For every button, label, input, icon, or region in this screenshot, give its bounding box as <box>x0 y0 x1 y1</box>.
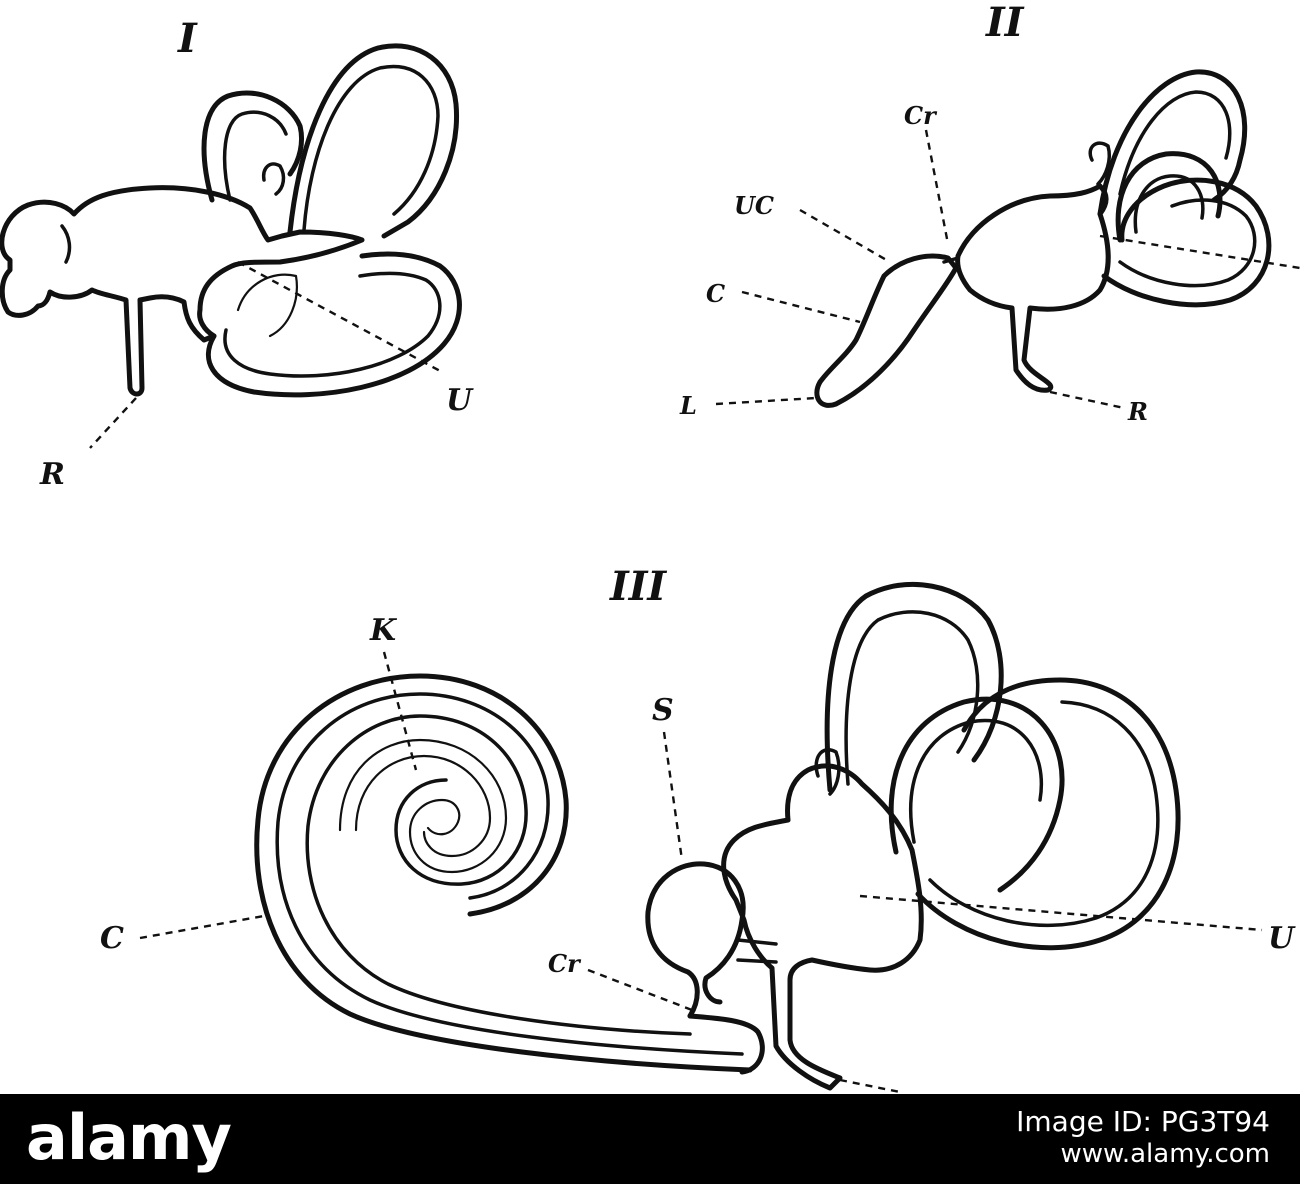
panel-ii-leader-r <box>1049 390 1125 410</box>
panel-iii-cochlea-spiral-core <box>354 754 492 858</box>
panel-ii-canal-lateral <box>1101 177 1272 308</box>
panel-iii-connector <box>736 938 778 964</box>
panel-i-vestibule <box>0 185 365 397</box>
panel-ii-canal-posterior-inner <box>1133 174 1205 234</box>
panel-iii-cochlea-tip <box>687 1013 765 1075</box>
panel-iii-ampulla <box>814 748 841 796</box>
panel-iii: III K S C Cr U <box>100 563 1296 1094</box>
panel-iii-canal-anterior-inner <box>844 610 980 786</box>
panel-ii-leader-cr <box>924 129 950 245</box>
panel-i-canal-anterior-inner <box>302 64 440 232</box>
panel-i-numeral: I <box>177 15 198 62</box>
panel-iii-numeral: III <box>609 563 667 610</box>
panel-ii-leader-c <box>741 290 861 324</box>
panel-iii-vestibule <box>721 763 924 1091</box>
panel-iii-canal-lateral-inner <box>928 700 1160 928</box>
panel-i-leader-r <box>89 397 137 449</box>
diagram-canvas: I U R II <box>0 0 1300 1094</box>
panel-iii-leader-c <box>139 914 265 940</box>
panel-ii-canal-lateral-inner <box>1118 198 1257 288</box>
panel-ii-leader-l <box>715 396 817 406</box>
panel-i-canal-lateral <box>206 251 462 398</box>
panel-iii-canal-posterior <box>888 696 1065 893</box>
panel-ii-label-l: L <box>679 391 697 420</box>
panel-i-label-r: R <box>39 457 65 492</box>
panel-ii-canal-anterior-inner <box>1118 90 1232 196</box>
panel-iii-cochlea-inner-1 <box>275 692 744 1056</box>
panel-iii-label-u: U <box>1268 921 1296 956</box>
panel-ii-cochlea <box>814 253 959 408</box>
panel-i-ampulla <box>261 162 286 196</box>
panel-iii-leader-u <box>859 894 1263 932</box>
panel-iii-label-s: S <box>652 693 674 728</box>
panel-ii-canal-anterior <box>1097 69 1248 217</box>
panel-iii-leader-k <box>382 651 418 771</box>
panel-iii-label-cr: Cr <box>548 949 582 978</box>
panel-iii-canal-anterior <box>824 581 1004 793</box>
panel-i-canal-lateral-inner <box>223 271 442 378</box>
panel-ii-vestibule <box>955 183 1111 393</box>
panel-iii-label-c: C <box>100 921 124 956</box>
panel-i-canal-posterior-inner <box>222 110 288 202</box>
panel-iii-leader-r <box>839 1078 901 1094</box>
panel-ii-label-c: C <box>706 279 725 308</box>
image-id-text: Image ID: PG3T94 <box>1016 1105 1270 1138</box>
panel-i-label-u: U <box>446 383 474 418</box>
stock-footer-bar: alamy Image ID: PG3T94 www.alamy.com <box>0 1094 1300 1184</box>
ear-diagram-figure: I U R II <box>0 0 1300 1094</box>
panel-i-crossing <box>236 273 298 338</box>
panel-iii-cochlea-outer <box>254 673 753 1073</box>
panel-iii-cochlea-inner-2 <box>305 714 692 1036</box>
panel-iii-label-k: K <box>369 613 398 648</box>
panel-ii-leader-uc <box>799 208 891 264</box>
panel-iii-saccule <box>645 861 746 1019</box>
panel-iii-leader-cr <box>587 968 693 1012</box>
panel-ii-label-r: R <box>1127 397 1148 426</box>
panel-ii-ampulla <box>1088 141 1111 186</box>
alamy-logo: alamy <box>26 1101 232 1174</box>
panel-i-vestibule-fold <box>60 224 72 264</box>
site-url-text: www.alamy.com <box>1060 1139 1270 1169</box>
image-reference: Image ID: PG3T94 www.alamy.com <box>1016 1106 1270 1170</box>
panel-ii-canal-posterior <box>1115 151 1223 243</box>
panel-i: I U R <box>0 15 474 492</box>
panel-iii-cochlea-spiral-inner <box>338 738 508 874</box>
panel-ii: II Cr UC C L R <box>679 0 1300 426</box>
panel-iii-canal-posterior-inner <box>909 718 1043 844</box>
panel-ii-label-uc: UC <box>734 191 774 220</box>
panel-i-canal-posterior <box>201 90 305 203</box>
panel-i-canal-anterior <box>287 43 460 239</box>
panel-iii-leader-s <box>662 731 684 861</box>
panel-iii-canal-lateral <box>915 677 1181 951</box>
panel-ii-numeral: II <box>985 0 1025 46</box>
panel-ii-label-cr: Cr <box>904 101 938 130</box>
